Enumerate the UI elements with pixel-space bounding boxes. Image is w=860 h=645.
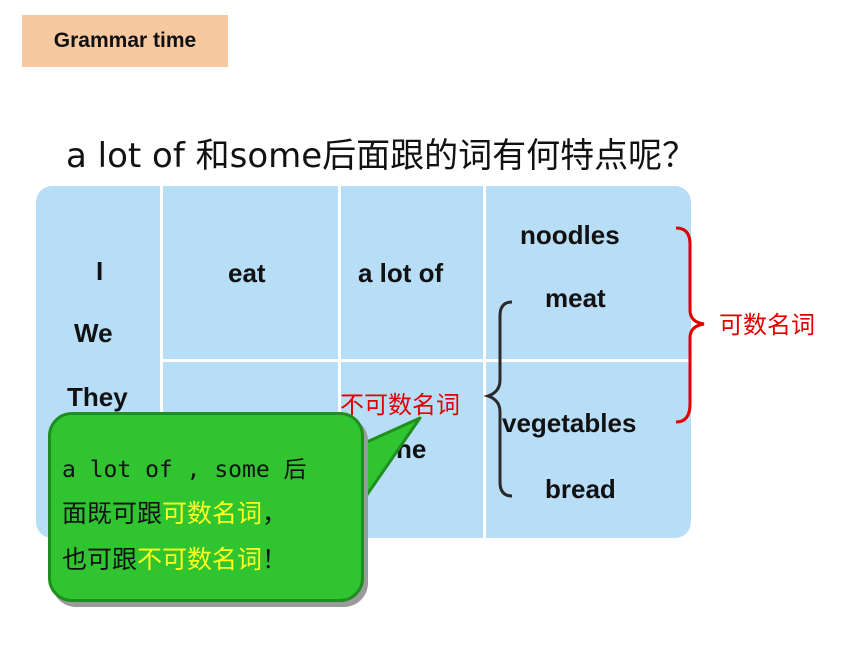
table-divider [338, 186, 341, 538]
bubble-text: 面既可跟 [62, 499, 163, 528]
table-divider [160, 186, 163, 538]
bubble-text: ！ [262, 545, 288, 574]
speech-bubble [48, 412, 364, 602]
bubble-text: 也可跟 [62, 545, 138, 574]
section-tag: Grammar time [22, 15, 228, 67]
table-divider [483, 186, 486, 538]
table-divider [163, 359, 691, 362]
bubble-line-3: 也可跟不可数名词！ [62, 540, 362, 576]
highlight-uncountable: 不可数名词 [137, 545, 263, 574]
verb-eat: eat [228, 258, 266, 288]
bubble-tail [356, 416, 422, 504]
noun-vegetables: vegetables [502, 408, 637, 438]
bubble-text: ， [262, 499, 288, 528]
bubble-line-1: a lot of , some 后 [62, 457, 307, 483]
bubble-line-2: 面既可跟可数名词， [62, 494, 362, 530]
highlight-countable: 可数名词 [162, 499, 263, 528]
uncountable-label: 不可数名词 [340, 391, 460, 419]
uncountable-brace [483, 300, 513, 498]
subject-i: I [96, 256, 104, 286]
countable-brace [675, 226, 705, 424]
subject-we: We [74, 318, 113, 348]
quantifier-a-lot-of: a lot of [358, 258, 444, 288]
countable-label: 可数名词 [719, 311, 815, 339]
question-heading: a lot of 和some后面跟的词有何特点呢？ [66, 136, 697, 176]
noun-meat: meat [545, 283, 606, 313]
noun-noodles: noodles [520, 220, 620, 250]
noun-bread: bread [545, 474, 616, 504]
subject-they: They [67, 382, 128, 412]
